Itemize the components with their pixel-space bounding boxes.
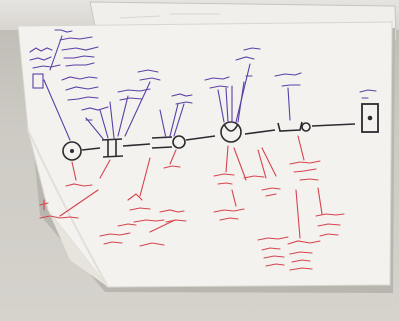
purple-annotations [29, 29, 377, 141]
paper-curl [48, 210, 108, 287]
node-pipe-circle [151, 135, 186, 149]
faint-writing [119, 13, 220, 19]
red-annotations [39, 135, 345, 271]
node-box [361, 103, 379, 133]
node-circle-1 [62, 141, 82, 161]
node-connector [277, 121, 311, 132]
node-ibeam [101, 138, 124, 158]
node-cup-circle [220, 121, 242, 143]
timeline-line [81, 123, 356, 151]
paper-fold [27, 129, 109, 288]
